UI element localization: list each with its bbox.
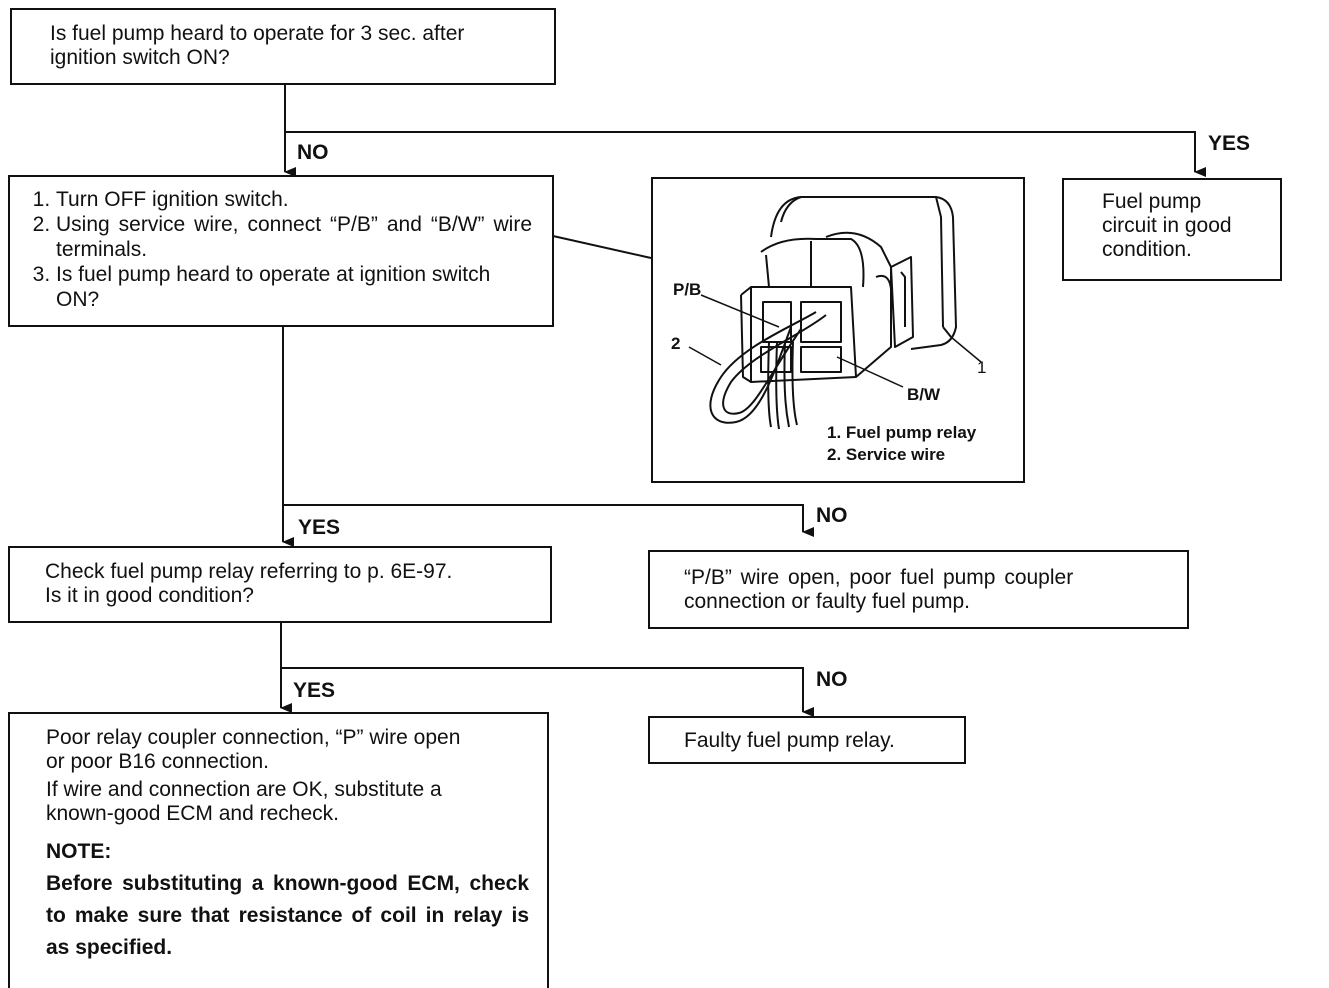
relay-housing-top	[770, 196, 957, 350]
q1-no-label: NO	[297, 141, 329, 164]
q3-no-connector	[281, 667, 814, 717]
step-3: Is fuel pump heard to operate at ignitio…	[56, 262, 532, 312]
q1-yes-connector	[285, 131, 1206, 177]
note-title: NOTE:	[46, 840, 112, 863]
result-line-4: known-good ECM and recheck.	[46, 802, 339, 825]
question-3-box: Check fuel pump relay referring to p. 6E…	[8, 546, 552, 623]
pump-good-line-1: Fuel pump	[1102, 190, 1202, 213]
q2-no-label: NO	[816, 504, 848, 527]
note-body: Before substituting a known-good ECM, ch…	[46, 872, 529, 959]
q2-no-connector	[283, 504, 814, 537]
pump-good-line-3: condition.	[1102, 238, 1192, 261]
q1-yes-label: YES	[1208, 132, 1251, 155]
step-2: Using service wire, connect “P/B” and “B…	[56, 212, 532, 262]
pb-wire-open-box: “P/B” wire open, poor fuel pump coupler …	[648, 550, 1189, 629]
label-pb: P/B	[673, 280, 701, 299]
legend-item-2: 2. Service wire	[827, 445, 945, 464]
result-line-2: or poor B16 connection.	[46, 750, 269, 773]
relay-illustration: P/B 2 B/W 1 1. Fuel pump relay 2. Servic…	[651, 177, 1025, 483]
relay-coupler-result-box: Poor relay coupler connection, “P” wire …	[8, 712, 549, 988]
label-2: 2	[671, 334, 680, 353]
q3-yes-label: YES	[293, 679, 336, 702]
q3-no-label: NO	[816, 668, 848, 691]
q2-yes-label: YES	[298, 516, 341, 539]
label-1: 1	[977, 358, 986, 377]
faulty-relay-box: Faulty fuel pump relay.	[648, 716, 966, 764]
steps-list: Turn OFF ignition switch. Using service …	[20, 187, 532, 312]
step-1: Turn OFF ignition switch.	[56, 187, 532, 212]
figure-leader-line	[552, 235, 652, 259]
legend-item-1: 1. Fuel pump relay	[827, 423, 977, 442]
pb-open-line-1: “P/B” wire open, poor fuel pump coupler	[684, 566, 1074, 589]
service-wire-steps-box: Turn OFF ignition switch. Using service …	[8, 175, 554, 327]
service-wire-loop	[709, 311, 817, 424]
question-3-line-2: Is it in good condition?	[45, 584, 254, 607]
result-line-3: If wire and connection are OK, substitut…	[46, 778, 442, 801]
result-line-1: Poor relay coupler connection, “P” wire …	[46, 726, 461, 749]
label-bw: B/W	[907, 385, 941, 404]
pb-open-line-2: connection or faulty fuel pump.	[684, 590, 971, 613]
question-1-line-2: ignition switch ON?	[50, 46, 230, 69]
pump-circuit-good-box: Fuel pump circuit in good condition.	[1062, 178, 1282, 281]
pump-good-line-2: circuit in good	[1102, 214, 1232, 237]
question-1-box: Is fuel pump heard to operate for 3 sec.…	[10, 8, 556, 85]
faulty-relay-text: Faulty fuel pump relay.	[684, 729, 895, 752]
question-1-line-1: Is fuel pump heard to operate for 3 sec.…	[50, 22, 465, 45]
question-3-line-1: Check fuel pump relay referring to p. 6E…	[45, 560, 453, 583]
